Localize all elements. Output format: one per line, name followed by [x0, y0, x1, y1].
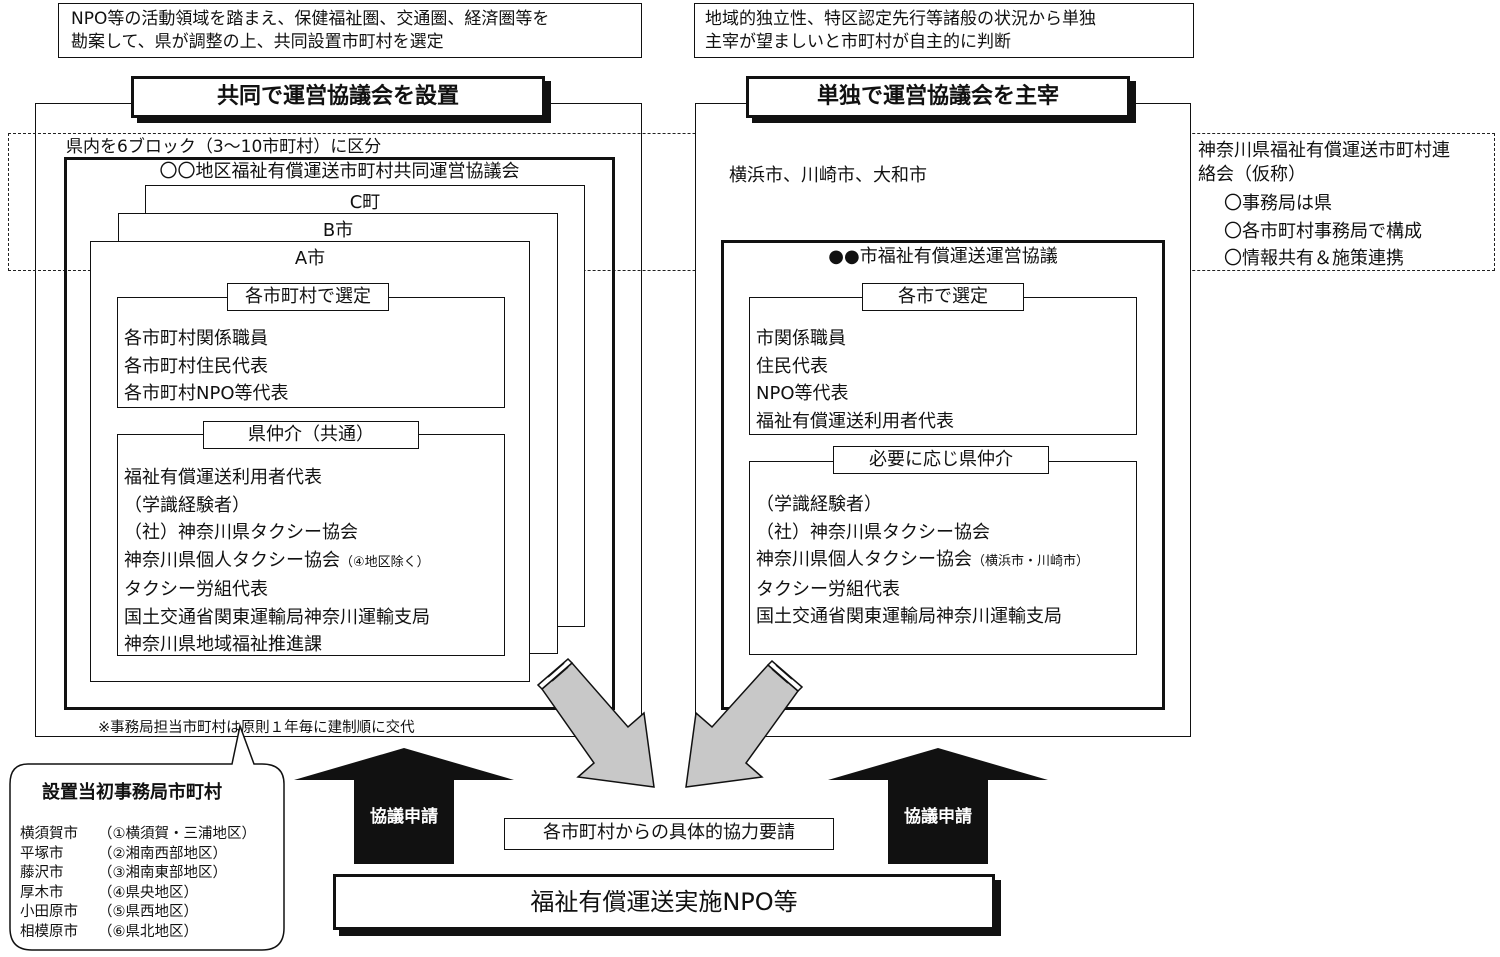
office-row: 小田原市 （⑤県西地区）	[20, 903, 256, 923]
left-selected-box: 各市町村関係職員 各市町村住民代表 各市町村NPO等代表	[117, 297, 505, 408]
office-area: （①横須賀・三浦地区）	[98, 826, 256, 842]
office-city: 横須賀市	[20, 826, 78, 842]
office-row: 相模原市 （⑥県北地区）	[20, 923, 256, 943]
office-city: 藤沢市	[20, 865, 64, 881]
top-note-left-line1: NPO等の活動領域を踏まえ、保健福祉圏、交通圏、経済圏等を	[71, 9, 550, 29]
left-select-label: 各市町村で選定	[227, 283, 389, 311]
left-pref-1: 福祉有償運送利用者代表	[124, 467, 322, 488]
left-pref-4-small: （④地区除く）	[340, 554, 430, 570]
b-city-label-top: B市	[322, 220, 354, 241]
office-row: 厚木市 （④県央地区）	[20, 884, 256, 904]
left-pref-box: 福祉有償運送利用者代表 （学識経験者） （社）神奈川県タクシー協会 神奈川県個人…	[117, 434, 505, 656]
right-pref-label: 必要に応じ県仲介	[833, 446, 1049, 474]
top-note-right: 地域的独立性、特区認定先行等諸般の状況から単独 主宰が望ましいと市町村が自主的に…	[694, 3, 1194, 58]
left-pref-label: 県仲介（共通）	[203, 421, 419, 449]
left-pref-6: 国土交通省関東運輸局神奈川運輸支局	[124, 606, 430, 628]
left-council-title: 〇〇地区福祉有償運送市町村共同運営協議会	[159, 161, 520, 182]
initial-offices-list: 横須賀市 （①横須賀・三浦地区） 平塚市 （②湘南西部地区） 藤沢市 （③湘南東部地区…	[20, 825, 256, 942]
liaison-title: 神奈川県福祉有償運送市町村連 絡会（仮称）	[1198, 139, 1450, 187]
left-selected-1: 各市町村関係職員	[124, 328, 268, 349]
top-note-right-line1: 地域的独立性、特区認定先行等諸般の状況から単独	[705, 9, 1096, 29]
right-selected-4: 福祉有償運送利用者代表	[756, 410, 954, 432]
right-selected-1: 市関係職員	[756, 328, 846, 349]
c-town-label-top: C町	[349, 192, 381, 213]
right-pref-3-small: （横浜市・川崎市）	[972, 554, 1090, 569]
apply-left-label: 協議申請	[370, 807, 438, 827]
right-title: 単独で運営協議会を主宰	[746, 76, 1130, 118]
top-note-right-line2: 主宰が望ましいと市町村が自主的に判断	[705, 32, 1011, 52]
liaison-title-2: 絡会（仮称）	[1198, 164, 1306, 185]
request-box: 各市町村からの具体的協力要請	[504, 818, 834, 850]
office-city: 厚木市	[20, 884, 64, 901]
liaison-title-1: 神奈川県福祉有償運送市町村連	[1198, 140, 1450, 161]
apply-right-label: 協議申請	[904, 807, 972, 827]
office-city: 平塚市	[20, 845, 64, 862]
diagonal-arrows	[536, 657, 804, 788]
office-city: 小田原市	[20, 904, 78, 920]
left-pref-3: （社）神奈川県タクシー協会	[124, 522, 358, 543]
apply-arrow-left-icon	[294, 748, 514, 864]
right-pref-1: （学識経験者）	[756, 494, 882, 515]
liaison-item-3: 〇情報共有＆施策連携	[1224, 248, 1404, 269]
apply-arrow-right-icon	[828, 748, 1048, 864]
right-pref-3-main: 神奈川県個人タクシー協会	[756, 549, 972, 570]
right-cities: 横浜市、川崎市、大和市	[729, 165, 927, 186]
office-area: （⑤県西地区）	[98, 904, 198, 920]
top-note-left-line2: 勘案して、県が調整の上、共同設置市町村を選定	[71, 32, 444, 52]
office-area: （⑥県北地区）	[98, 923, 198, 940]
left-pref-2: （学識経験者）	[124, 494, 250, 516]
office-area: （②湘南西部地区）	[98, 845, 227, 862]
left-pref-5: タクシー労組代表	[124, 579, 268, 600]
right-pref-box: （学識経験者） （社）神奈川県タクシー協会 神奈川県個人タクシー協会（横浜市・川…	[749, 461, 1137, 655]
left-selected-3: 各市町村NPO等代表	[124, 383, 289, 404]
office-row: 藤沢市 （③湘南東部地区）	[20, 864, 256, 884]
initial-offices-title: 設置当初事務局市町村	[42, 782, 222, 803]
office-area: （③湘南東部地区）	[98, 865, 227, 881]
right-pref-5: 国土交通省関東運輸局神奈川運輸支局	[756, 606, 1062, 627]
left-pref-4: 神奈川県個人タクシー協会（④地区除く）	[124, 547, 504, 577]
liaison-item-1: 〇事務局は県	[1224, 193, 1332, 214]
left-pref-7: 神奈川県地域福祉推進課	[124, 634, 322, 655]
office-row: 横須賀市 （①横須賀・三浦地区）	[20, 825, 256, 845]
right-pref-4: タクシー労組代表	[756, 578, 900, 600]
block-note: 県内を6ブロック（3～10市町村）に区分	[66, 137, 382, 157]
top-note-left: NPO等の活動領域を踏まえ、保健福祉圏、交通圏、経済圏等を 勘案して、県が調整の…	[58, 3, 642, 58]
arrow-left-to-center-icon	[536, 657, 655, 788]
npo-box: 福祉有償運送実施NPO等	[333, 874, 995, 930]
a-city-label: A市	[294, 248, 326, 269]
office-city: 相模原市	[20, 923, 78, 940]
left-council-frame	[64, 157, 615, 710]
speech-bubble-icon	[9, 723, 285, 951]
arrow-right-to-center-icon	[685, 659, 804, 788]
right-selected-3: NPO等代表	[756, 383, 849, 404]
right-selected-box: 市関係職員 住民代表 NPO等代表 福祉有償運送利用者代表	[749, 297, 1137, 435]
right-pref-2: （社）神奈川県タクシー協会	[756, 521, 990, 543]
office-row: 平塚市 （②湘南西部地区）	[20, 845, 256, 865]
liaison-items: 〇事務局は県 〇各市町村事務局で構成 〇情報共有＆施策連携	[1224, 190, 1422, 273]
right-select-label: 各市で選定	[862, 283, 1024, 311]
left-selected-2: 各市町村住民代表	[124, 355, 268, 377]
liaison-item-2: 〇各市町村事務局で構成	[1224, 220, 1422, 242]
office-area: （④県央地区）	[98, 884, 198, 901]
right-pref-3: 神奈川県個人タクシー協会（横浜市・川崎市）	[756, 546, 1136, 576]
left-title: 共同で運営協議会を設置	[131, 76, 545, 118]
right-selected-2: 住民代表	[756, 355, 828, 377]
right-council-title: ●●市福祉有償運送運営協議	[828, 246, 1058, 267]
rotation-note: ※事務局担当市町村は原則１年毎に建制順に交代	[98, 720, 415, 736]
left-pref-4-main: 神奈川県個人タクシー協会	[124, 549, 340, 571]
